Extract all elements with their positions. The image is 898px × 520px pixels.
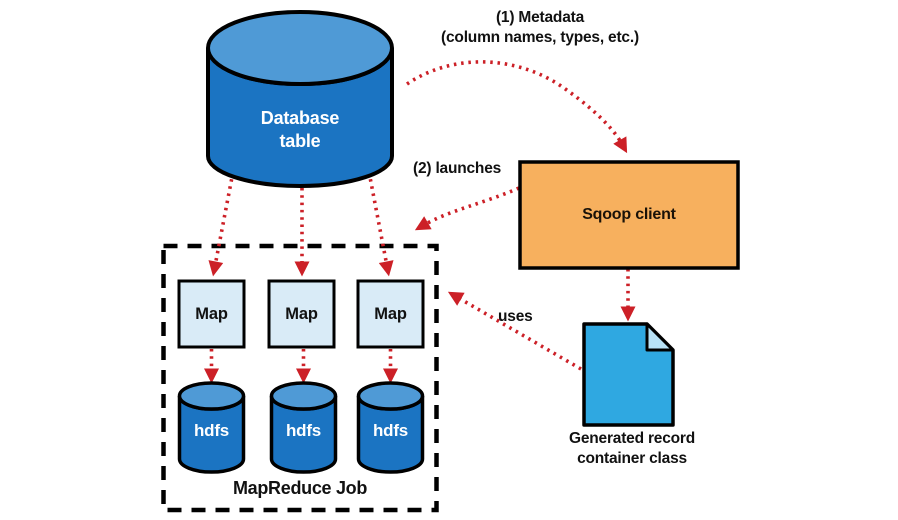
map-label-2: Map [285, 304, 318, 323]
database-cylinder-icon [206, 10, 394, 188]
hdfs-cylinder-3 [356, 381, 425, 474]
uses-arrow [447, 291, 582, 371]
map-label-3: Map [374, 304, 407, 323]
record-class-label-line1: Generated record [568, 430, 695, 447]
mapreduce-job-border [161, 243, 439, 513]
map-label-1: Map [195, 304, 228, 323]
database-table-label-line2: table [279, 131, 321, 151]
hdfs-label-2: hdfs [285, 421, 322, 440]
db-to-map1-arrow [208, 171, 235, 277]
sqoop-client-box [518, 160, 740, 270]
database-table-label: Database table [208, 107, 392, 153]
mapreduce-job-label: MapReduce Job [232, 478, 368, 498]
map-boxes [177, 279, 425, 349]
database-table-label-line1: Database [260, 108, 340, 128]
hdfs-label-3: hdfs [372, 421, 409, 440]
metadata-arrow [405, 60, 628, 154]
hdfs-cylinder-2 [269, 381, 338, 474]
arrows [204, 60, 636, 384]
metadata-edge-label-line1: (1) Metadata [495, 9, 585, 26]
metadata-edge-label: (1) Metadata (column names, types, etc.) [420, 8, 660, 48]
record-class-document-icon [582, 322, 675, 427]
record-class-label-line2: container class [577, 450, 687, 467]
launches-arrow [414, 186, 520, 231]
metadata-edge-label-line2: (column names, types, etc.) [441, 29, 639, 46]
uses-edge-label: uses [498, 308, 533, 325]
launches-edge-label: (2) launches [413, 160, 502, 177]
map-box-3 [356, 279, 425, 349]
map-box-2 [267, 279, 336, 349]
record-class-label: Generated record container class [544, 429, 720, 469]
hdfs-cylinders [177, 381, 425, 474]
hdfs-cylinder-1 [177, 381, 246, 474]
sqoop-client-label: Sqoop client [582, 206, 676, 223]
hdfs-label-1: hdfs [193, 421, 230, 440]
map-box-1 [177, 279, 246, 349]
db-to-map3-arrow [367, 171, 394, 277]
